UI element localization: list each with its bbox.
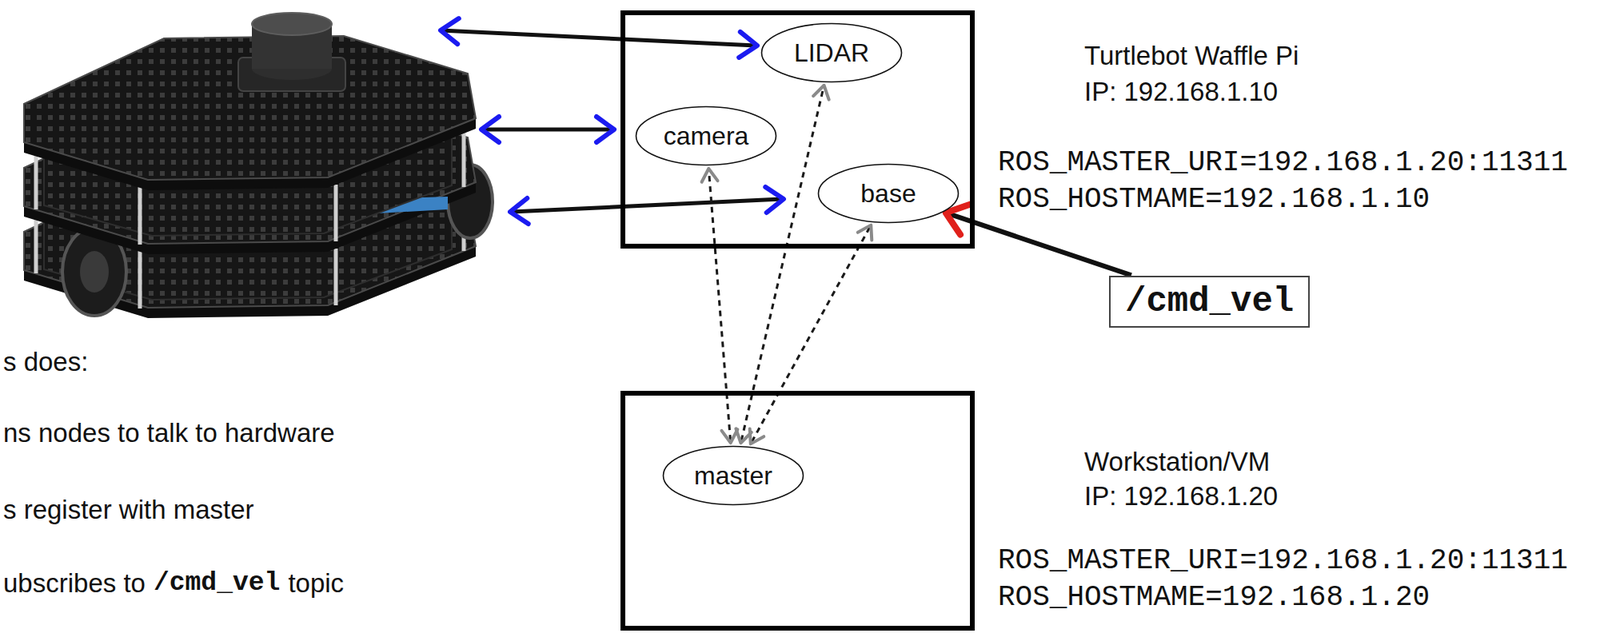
- hardware-link: [481, 116, 615, 143]
- node-label: master: [694, 461, 773, 491]
- connector-line: [949, 214, 1131, 276]
- bullet-text: ns nodes to talk to hardware: [3, 418, 336, 449]
- bullet-text: topic: [287, 568, 344, 599]
- ellipse-outline: [762, 23, 902, 83]
- robot-box: Turtlebot Waffle PiIP: 192.168.1.10LIDAR…: [620, 10, 975, 249]
- link-head: [510, 198, 529, 224]
- machine-title: Turtlebot Waffle Pi: [1084, 40, 1299, 72]
- lidar-top: [251, 12, 332, 36]
- connector-line: [751, 227, 870, 442]
- hardware-link: [440, 18, 758, 58]
- node-label: base: [860, 179, 916, 209]
- ellipse-outline: [636, 107, 777, 166]
- ros-node: base: [817, 163, 960, 224]
- master-node: master: [662, 445, 805, 507]
- bullet-text: s register with master: [3, 494, 255, 526]
- ip-address: IP: 192.168.1.10: [1084, 76, 1278, 108]
- top-plate: [23, 35, 476, 191]
- ellipse-outline: [818, 164, 959, 224]
- link-line: [511, 199, 783, 212]
- link-head: [481, 116, 499, 143]
- bullet-text: s does:: [3, 347, 88, 378]
- topic-label: /cmd_vel: [1125, 281, 1294, 323]
- ellipse-outline: [663, 446, 804, 506]
- ip-address: IP: 192.168.1.20: [1084, 481, 1278, 512]
- connector: [750, 225, 873, 445]
- link-line: [482, 127, 613, 132]
- link-head: [765, 187, 784, 213]
- ros-node: LIDAR: [760, 22, 903, 84]
- node-label: LIDAR: [794, 38, 870, 68]
- bullet-text: ubscribes to: [3, 568, 146, 599]
- hardware-link: [510, 187, 784, 224]
- link-head: [596, 116, 615, 143]
- env-variable: ROS_MASTER_URI=192.168.1.20:11311: [997, 146, 1569, 180]
- link-head: [440, 18, 459, 44]
- arrow-head: [813, 85, 829, 100]
- link-head: [738, 31, 758, 58]
- link-line: [440, 30, 756, 46]
- arrow-head: [857, 225, 873, 241]
- env-variable: ROS_HOSTMAME=192.168.1.20: [997, 581, 1430, 615]
- machine-title: Workstation/VM: [1084, 446, 1270, 478]
- node-label: camera: [663, 121, 750, 152]
- env-variable: ROS_HOSTMAME=192.168.1.10: [997, 183, 1430, 216]
- connector: [702, 168, 739, 443]
- arrow-head: [945, 204, 971, 236]
- wheel-hub: [79, 251, 109, 293]
- arrow-head: [750, 429, 765, 445]
- arrow-head: [702, 168, 719, 183]
- topic-name: /cmd_vel: [153, 568, 280, 599]
- connector-line: [709, 171, 731, 441]
- env-variable: ROS_MASTER_URI=192.168.1.20:11311: [997, 544, 1569, 578]
- ros-node: camera: [634, 105, 778, 167]
- topic-box: /cmd_vel: [1109, 275, 1310, 328]
- workstation-box: Workstation/VMIP: 192.168.1.20master: [620, 391, 975, 631]
